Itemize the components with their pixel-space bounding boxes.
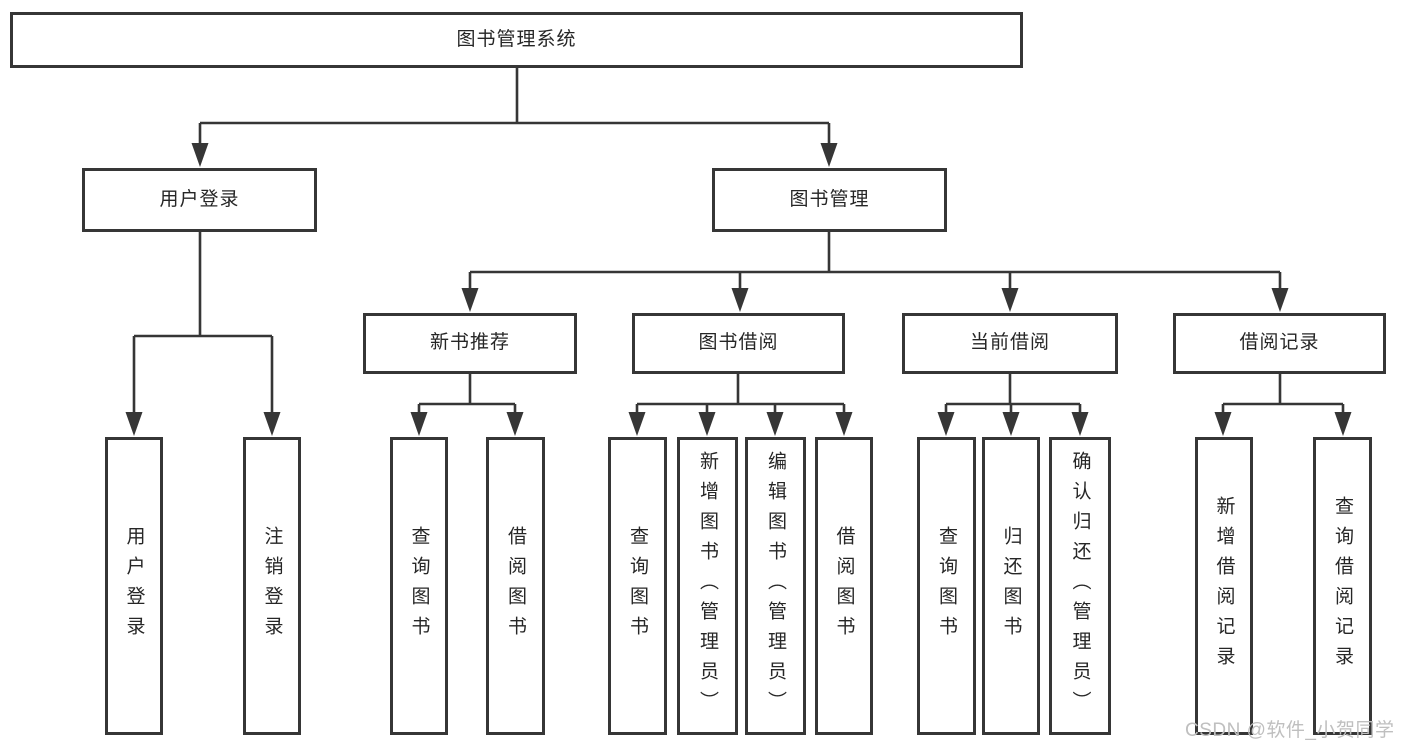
node-label: 用户登录 — [159, 188, 240, 210]
arrow-down-icon — [1271, 288, 1289, 312]
arrow-down-icon — [628, 412, 646, 436]
leaf-edit-book-admin: 编辑图书（管理员） — [745, 437, 806, 735]
node-label: 查询图书 — [627, 526, 648, 646]
node-current-borrow: 当前借阅 — [902, 313, 1118, 374]
node-label: 确认归还（管理员） — [1069, 451, 1091, 721]
arrow-down-icon — [835, 412, 853, 436]
node-label: 借阅图书 — [833, 526, 855, 646]
node-label: 图书管理系统 — [456, 28, 577, 50]
arrow-down-icon — [461, 288, 479, 312]
leaf-query-books: 查询图书 — [608, 437, 667, 735]
arrow-down-icon — [1071, 412, 1089, 436]
node-label: 查询借阅记录 — [1332, 496, 1353, 676]
arrow-down-icon — [1214, 412, 1232, 436]
node-label: 图书借阅 — [698, 332, 779, 354]
csdn-watermark: CSDN @软件_小贺同学 — [1185, 720, 1395, 741]
node-user-login: 用户登录 — [82, 168, 317, 232]
connector-new-book-recommend-to-leaves — [417, 374, 517, 418]
leaf-logout: 注销登录 — [243, 437, 301, 735]
node-label: 注销登录 — [261, 526, 283, 646]
leaf-query-books: 查询图书 — [390, 437, 448, 735]
node-label: 查询图书 — [408, 526, 430, 646]
node-label: 借阅记录 — [1239, 332, 1320, 354]
arrow-down-icon — [820, 143, 838, 167]
node-book-borrow: 图书借阅 — [632, 313, 845, 374]
arrow-down-icon — [1001, 288, 1019, 312]
arrow-down-icon — [698, 412, 716, 436]
arrow-down-icon — [191, 143, 209, 167]
leaf-query-borrow-record: 查询借阅记录 — [1313, 437, 1372, 735]
node-borrow-records: 借阅记录 — [1173, 313, 1386, 374]
arrow-down-icon — [125, 412, 143, 436]
arrow-down-icon — [1002, 412, 1020, 436]
node-book-management: 图书管理 — [712, 168, 947, 232]
connector-book-borrow-to-leaves — [635, 374, 846, 418]
arrow-down-icon — [731, 288, 749, 312]
connector-root-to-level2 — [198, 68, 831, 150]
leaf-borrow-books: 借阅图书 — [815, 437, 873, 735]
leaf-return-books: 归还图书 — [982, 437, 1040, 735]
leaf-query-books: 查询图书 — [917, 437, 976, 735]
leaf-user-login: 用户登录 — [105, 437, 163, 735]
node-label: 归还图书 — [1000, 526, 1022, 646]
arrow-down-icon — [937, 412, 955, 436]
node-label: 新书推荐 — [429, 332, 510, 354]
node-label: 用户登录 — [123, 526, 145, 646]
leaf-borrow-books: 借阅图书 — [486, 437, 545, 735]
node-label: 新增图书（管理员） — [697, 451, 718, 721]
connector-current-borrow-to-leaves — [944, 374, 1082, 418]
node-library-management-system: 图书管理系统 — [10, 12, 1023, 68]
leaf-confirm-return-admin: 确认归还（管理员） — [1049, 437, 1111, 735]
connector-borrow-records-to-leaves — [1221, 374, 1345, 418]
node-label: 编辑图书（管理员） — [765, 451, 786, 721]
leaf-add-book-admin: 新增图书（管理员） — [677, 437, 738, 735]
connector-user-login-to-leaves — [132, 232, 274, 418]
leaf-add-borrow-record: 新增借阅记录 — [1195, 437, 1253, 735]
arrow-down-icon — [766, 412, 784, 436]
node-new-book-recommend: 新书推荐 — [363, 313, 577, 374]
arrow-down-icon — [1334, 412, 1352, 436]
node-label: 查询图书 — [936, 526, 957, 646]
node-label: 新增借阅记录 — [1213, 496, 1235, 676]
node-label: 图书管理 — [789, 188, 870, 210]
arrow-down-icon — [506, 412, 524, 436]
connector-book-management-to-level3 — [468, 232, 1282, 294]
arrow-down-icon — [263, 412, 281, 436]
node-label: 借阅图书 — [505, 526, 526, 646]
arrow-down-icon — [410, 412, 428, 436]
node-label: 当前借阅 — [969, 332, 1050, 354]
